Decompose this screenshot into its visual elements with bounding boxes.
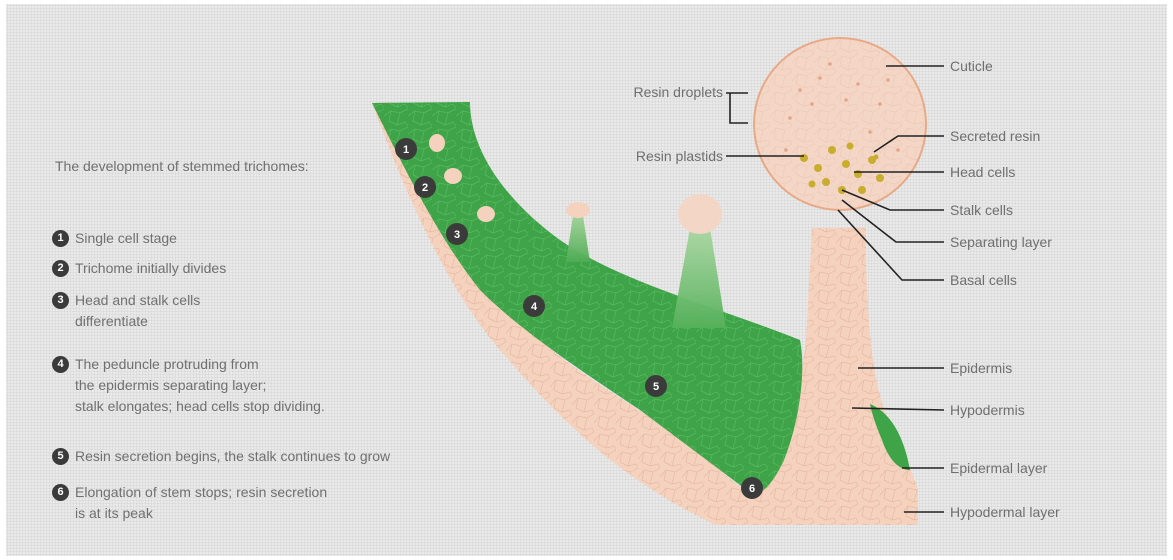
step-item-5: 5 Resin secretion begins, the stalk cont… <box>52 446 592 467</box>
step-badge-2: 2 <box>52 260 69 277</box>
step-item-3: 3 Head and stalk cells differentiate <box>52 290 592 332</box>
intro-text: The development of stemmed trichomes: <box>55 156 355 177</box>
label-epidermal-layer: Epidermal layer <box>950 460 1048 476</box>
step-badge-5: 5 <box>52 448 69 465</box>
step-text-3: Head and stalk cells differentiate <box>75 290 592 332</box>
trichome-head <box>754 38 926 210</box>
label-resin-plastids: Resin plastids <box>636 148 723 164</box>
step-badge-6: 6 <box>52 484 69 501</box>
svg-text:6: 6 <box>749 483 755 495</box>
svg-text:1: 1 <box>403 144 409 156</box>
svg-text:5: 5 <box>653 381 659 393</box>
svg-text:2: 2 <box>422 182 428 194</box>
diagram-badge-1: 1 <box>395 138 417 160</box>
label-hypodermis: Hypodermis <box>950 402 1025 418</box>
step-item-4: 4 The peduncle protruding from the epide… <box>52 354 592 417</box>
step-text-2: Trichome initially divides <box>75 258 592 279</box>
label-separating-layer: Separating layer <box>950 234 1052 250</box>
diagram-badge-5: 5 <box>645 375 667 397</box>
step-item-6: 6 Elongation of stem stops; resin secret… <box>52 482 592 524</box>
step-text-6: Elongation of stem stops; resin secretio… <box>75 482 592 524</box>
label-cuticle: Cuticle <box>950 58 993 74</box>
step-badge-1: 1 <box>52 230 69 247</box>
label-epidermis: Epidermis <box>950 360 1012 376</box>
step-item-1: 1 Single cell stage <box>52 228 592 249</box>
diagram-badge-6: 6 <box>741 477 763 499</box>
label-resin-droplets: Resin droplets <box>634 84 724 100</box>
label-head-cells: Head cells <box>950 164 1015 180</box>
label-hypodermal-layer: Hypodermal layer <box>950 504 1060 520</box>
label-secreted-resin: Secreted resin <box>950 128 1040 144</box>
label-basal-cells: Basal cells <box>950 272 1017 288</box>
step-text-1: Single cell stage <box>75 228 592 249</box>
step-text-5: Resin secretion begins, the stalk contin… <box>75 446 592 467</box>
step-text-4: The peduncle protruding from the epiderm… <box>75 354 592 417</box>
label-stalk-cells: Stalk cells <box>950 202 1013 218</box>
step-badge-4: 4 <box>52 356 69 373</box>
diagram-badge-2: 2 <box>414 176 436 198</box>
step-item-2: 2 Trichome initially divides <box>52 258 592 279</box>
step-badge-3: 3 <box>52 292 69 309</box>
